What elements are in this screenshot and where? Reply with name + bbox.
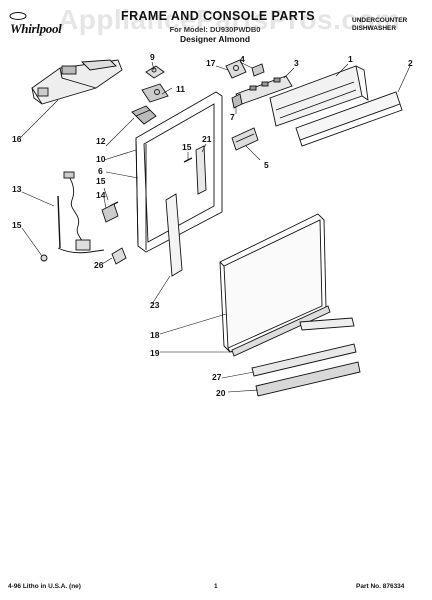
callout-15-a: 15 [96, 176, 106, 186]
callout-27: 27 [212, 372, 222, 382]
leader-lines [19, 61, 411, 393]
part-1-console [269, 65, 369, 127]
callout-13: 13 [12, 184, 22, 194]
part-14-switch [101, 203, 119, 223]
callout-21: 21 [202, 134, 212, 144]
part-2-panel [295, 91, 403, 147]
callout-2: 2 [408, 58, 413, 68]
appliance-type: UNDERCOUNTER DISHWASHER [352, 17, 426, 33]
callout-6: 6 [98, 166, 103, 176]
callout-20: 20 [216, 388, 226, 398]
callout-3: 3 [294, 58, 299, 68]
footer-page-number: 1 [214, 583, 218, 590]
part-10-frame [135, 91, 223, 253]
part-16-shape [31, 59, 123, 105]
part-20-strip [255, 361, 361, 397]
part-13-harness [57, 171, 105, 254]
callout-26: 26 [94, 260, 104, 270]
color-name: Designer Almond [179, 34, 251, 44]
part-17-shape [225, 59, 247, 79]
callout-4: 4 [240, 54, 245, 64]
callout-1: 1 [348, 54, 353, 64]
part-4-shape [251, 63, 265, 77]
callout-11: 11 [176, 84, 185, 94]
page-title: FRAME AND CONSOLE PARTS [121, 9, 315, 23]
appliance-type-line-1: UNDERCOUNTER [352, 17, 408, 24]
footer-litho: 4-96 Litho in U.S.A. (ne) [8, 583, 81, 590]
callout-18: 18 [150, 330, 160, 340]
part-26-shape [111, 247, 127, 265]
part-27-strip [251, 343, 357, 377]
callout-7: 7 [230, 112, 235, 122]
part-7-shape [231, 93, 243, 109]
model-number: For Model: DU930PWDB0 [169, 25, 261, 34]
watermark-text: AppliancePartsPros.com [58, 4, 401, 35]
brand-name: Whirlpool [10, 21, 62, 36]
callout-14: 14 [96, 190, 106, 200]
part-12-shape [131, 105, 157, 125]
callout-10: 10 [96, 154, 106, 164]
callout-15-b: 15 [182, 142, 192, 152]
part-5-shape [231, 127, 259, 151]
callout-19: 19 [150, 348, 160, 358]
appliance-type-line-2: DISHWASHER [352, 25, 397, 32]
callout-5: 5 [264, 160, 269, 170]
part-19-trim [231, 305, 355, 357]
part-23-strip [165, 193, 183, 277]
footer-part-number: Part No. 876334 [356, 583, 405, 590]
part-21-bracket [195, 145, 207, 195]
callout-17: 17 [206, 58, 216, 68]
part-9-shape [145, 65, 165, 79]
callout-12: 12 [96, 136, 106, 146]
callout-15-c: 15 [12, 220, 22, 230]
part-11-shape [141, 83, 169, 103]
callout-9: 9 [150, 52, 155, 62]
brand-logo [9, 12, 27, 20]
callout-16: 16 [12, 134, 22, 144]
callout-23: 23 [150, 300, 160, 310]
